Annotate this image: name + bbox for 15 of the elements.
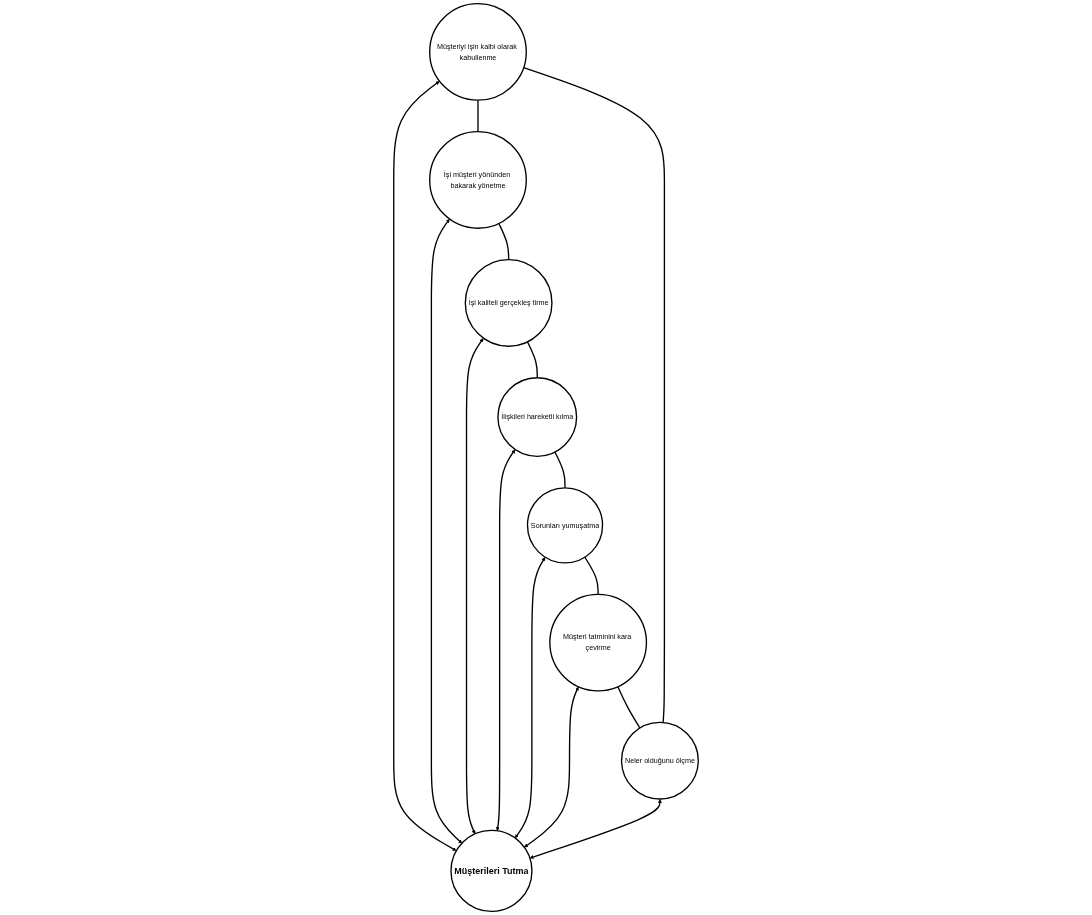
connector	[498, 222, 510, 261]
arrow	[393, 81, 457, 851]
arrow	[430, 218, 463, 844]
connector	[523, 66, 666, 724]
arrow	[529, 799, 662, 859]
arrow	[514, 557, 546, 839]
arrow	[524, 686, 579, 848]
connector	[477, 99, 479, 133]
arrow	[495, 449, 516, 832]
connector	[584, 556, 599, 595]
arrow	[465, 338, 484, 835]
connector	[526, 341, 538, 379]
connector	[554, 451, 566, 489]
node-circle: Müşterileri Tutma	[450, 829, 533, 913]
connector	[617, 686, 641, 729]
